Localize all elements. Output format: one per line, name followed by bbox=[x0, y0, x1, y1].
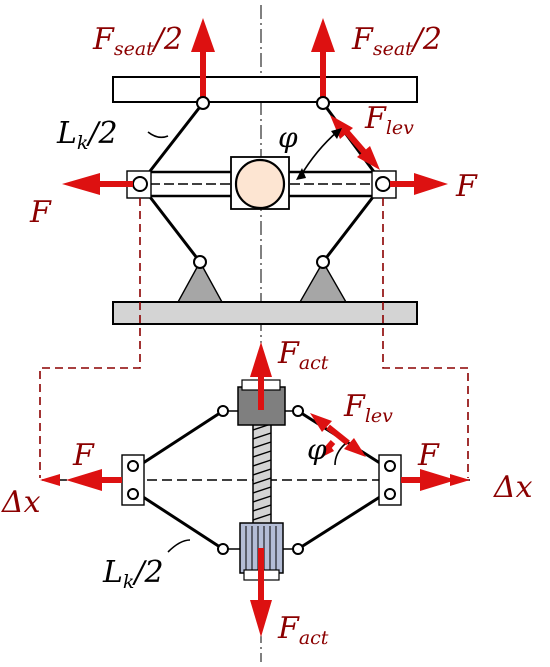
angle-arrowhead-upper-a bbox=[296, 168, 306, 180]
lk-top-label: Lk/2 bbox=[56, 116, 118, 154]
f-seat-left-label: Fseat/2 bbox=[92, 22, 183, 60]
seat-plate bbox=[112, 76, 418, 103]
roller bbox=[234, 158, 286, 210]
pin-seat-right bbox=[316, 96, 330, 110]
base-plate bbox=[112, 301, 418, 325]
pin-side-right bbox=[375, 176, 391, 192]
pin-support-left bbox=[193, 255, 207, 269]
f-left-top-label: F bbox=[29, 195, 52, 230]
pin-lower-right-top bbox=[384, 460, 396, 472]
phi-top-label: φ bbox=[278, 121, 298, 154]
angle-arc-upper bbox=[299, 130, 339, 178]
force-left-upper-arrow bbox=[62, 173, 133, 195]
force-right-lower-arrow bbox=[401, 469, 456, 491]
pin-nut-right bbox=[292, 405, 304, 417]
dashed-connector-left bbox=[39, 198, 141, 478]
pin-lower-right-bottom bbox=[384, 488, 396, 500]
lk-leader-upper bbox=[147, 131, 169, 139]
angle-arrowhead-upper-b bbox=[331, 128, 342, 139]
pin-support-right bbox=[316, 255, 330, 269]
delta-x-left-arrow bbox=[40, 474, 60, 486]
pin-nut-left bbox=[217, 405, 229, 417]
lever-force-lower-arrow bbox=[310, 413, 366, 458]
f-seat-right-label: Fseat/2 bbox=[351, 22, 442, 60]
lower-link-left-top bbox=[139, 409, 224, 467]
f-left-bottom-label: F bbox=[72, 438, 95, 473]
actuator-force-bottom-arrow bbox=[250, 548, 272, 637]
delta-x-right-label: Δx bbox=[493, 470, 533, 505]
actuator-force-top-arrow bbox=[250, 342, 272, 410]
pin-side-left bbox=[132, 176, 148, 192]
force-left-lower-arrow bbox=[66, 469, 122, 491]
f-lev-bottom-label: Flev bbox=[343, 389, 393, 427]
dashed-connector-right bbox=[382, 198, 469, 478]
lk-leader-lower bbox=[167, 539, 191, 553]
seat-force-left-arrow bbox=[191, 18, 215, 103]
f-lev-top-label: Flev bbox=[364, 101, 414, 139]
f-act-top-label: Fact bbox=[277, 336, 329, 374]
f-right-bottom-label: F bbox=[417, 438, 440, 473]
lk-bottom-label: Lk/2 bbox=[102, 555, 164, 593]
lower-link-right-bottom bbox=[297, 493, 384, 551]
pin-lower-left-bottom bbox=[127, 488, 139, 500]
delta-x-right-arrow bbox=[450, 474, 470, 486]
f-right-top-label: F bbox=[455, 169, 478, 204]
lever-force-upper-arrow bbox=[330, 115, 380, 170]
pin-lower-left-top bbox=[127, 460, 139, 472]
angle-arc-lower bbox=[334, 443, 346, 466]
force-right-upper-arrow bbox=[390, 173, 448, 195]
seat-force-right-arrow bbox=[311, 18, 335, 103]
lead-screw-threads bbox=[252, 423, 272, 521]
phi-bottom-label: φ bbox=[307, 433, 327, 466]
f-act-bottom-label: Fact bbox=[277, 611, 329, 649]
pin-seat-left bbox=[196, 96, 210, 110]
lower-link-left-bottom bbox=[139, 493, 224, 551]
pin-motor-left bbox=[217, 543, 229, 555]
pin-motor-right bbox=[292, 543, 304, 555]
delta-x-left-label: Δx bbox=[1, 485, 41, 520]
